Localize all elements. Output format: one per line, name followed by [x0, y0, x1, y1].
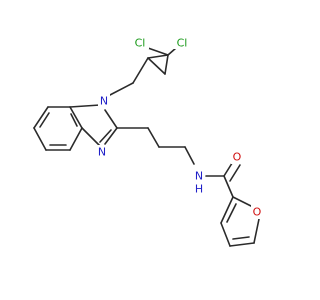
- bond: [253, 218, 260, 244]
- double-bond-inner: [229, 164, 241, 182]
- bond: [69, 106, 83, 129]
- double-bond-inner: [226, 203, 237, 223]
- nitrogen-label: N: [195, 170, 203, 183]
- amide-nitrogen-label: N: [193, 169, 205, 183]
- chlorine-label: Cl: [177, 37, 188, 50]
- bond: [107, 82, 134, 97]
- nitrogen-label: N: [100, 95, 108, 108]
- molecule-structure-diagram: Cl Cl N N N H O: [33, 36, 264, 247]
- bond: [167, 47, 177, 56]
- bond: [184, 146, 195, 165]
- bond: [69, 127, 83, 151]
- double-bond-inner: [70, 113, 78, 127]
- carbonyl-oxygen-label: O: [231, 150, 244, 164]
- bond: [69, 104, 101, 108]
- chlorine-label: Cl: [135, 37, 146, 50]
- bond: [147, 54, 169, 59]
- double-bond-inner: [99, 129, 112, 143]
- bond: [132, 57, 149, 84]
- furan-oxygen-label: O: [251, 205, 264, 219]
- nitrogen-atom-label: N: [98, 94, 110, 108]
- bond: [229, 242, 255, 247]
- bond: [104, 127, 118, 145]
- bond: [232, 196, 252, 207]
- bond: [81, 127, 101, 147]
- amide-hydrogen-label: H: [193, 182, 205, 196]
- hydrogen-label: H: [195, 183, 203, 196]
- bond: [147, 127, 160, 148]
- atom-labels: Cl Cl N N N H O: [96, 36, 264, 219]
- double-bond-inner: [232, 236, 250, 240]
- oxygen-label: O: [253, 206, 262, 219]
- nitrogen-atom-label: N: [96, 145, 108, 159]
- bond: [164, 54, 169, 75]
- chlorine-atom-label: Cl: [173, 36, 191, 50]
- bond: [147, 47, 169, 56]
- bond: [33, 106, 49, 129]
- nitrogen-label: N: [98, 146, 106, 159]
- bond: [147, 57, 166, 75]
- oxygen-label: O: [233, 151, 242, 164]
- chlorine-atom-label: Cl: [131, 36, 149, 50]
- bond: [220, 196, 234, 224]
- bond: [104, 109, 118, 129]
- double-bond-inner: [39, 112, 50, 128]
- bond: [220, 222, 231, 247]
- bond: [33, 127, 47, 151]
- bonds: [33, 47, 260, 247]
- bond: [223, 175, 234, 198]
